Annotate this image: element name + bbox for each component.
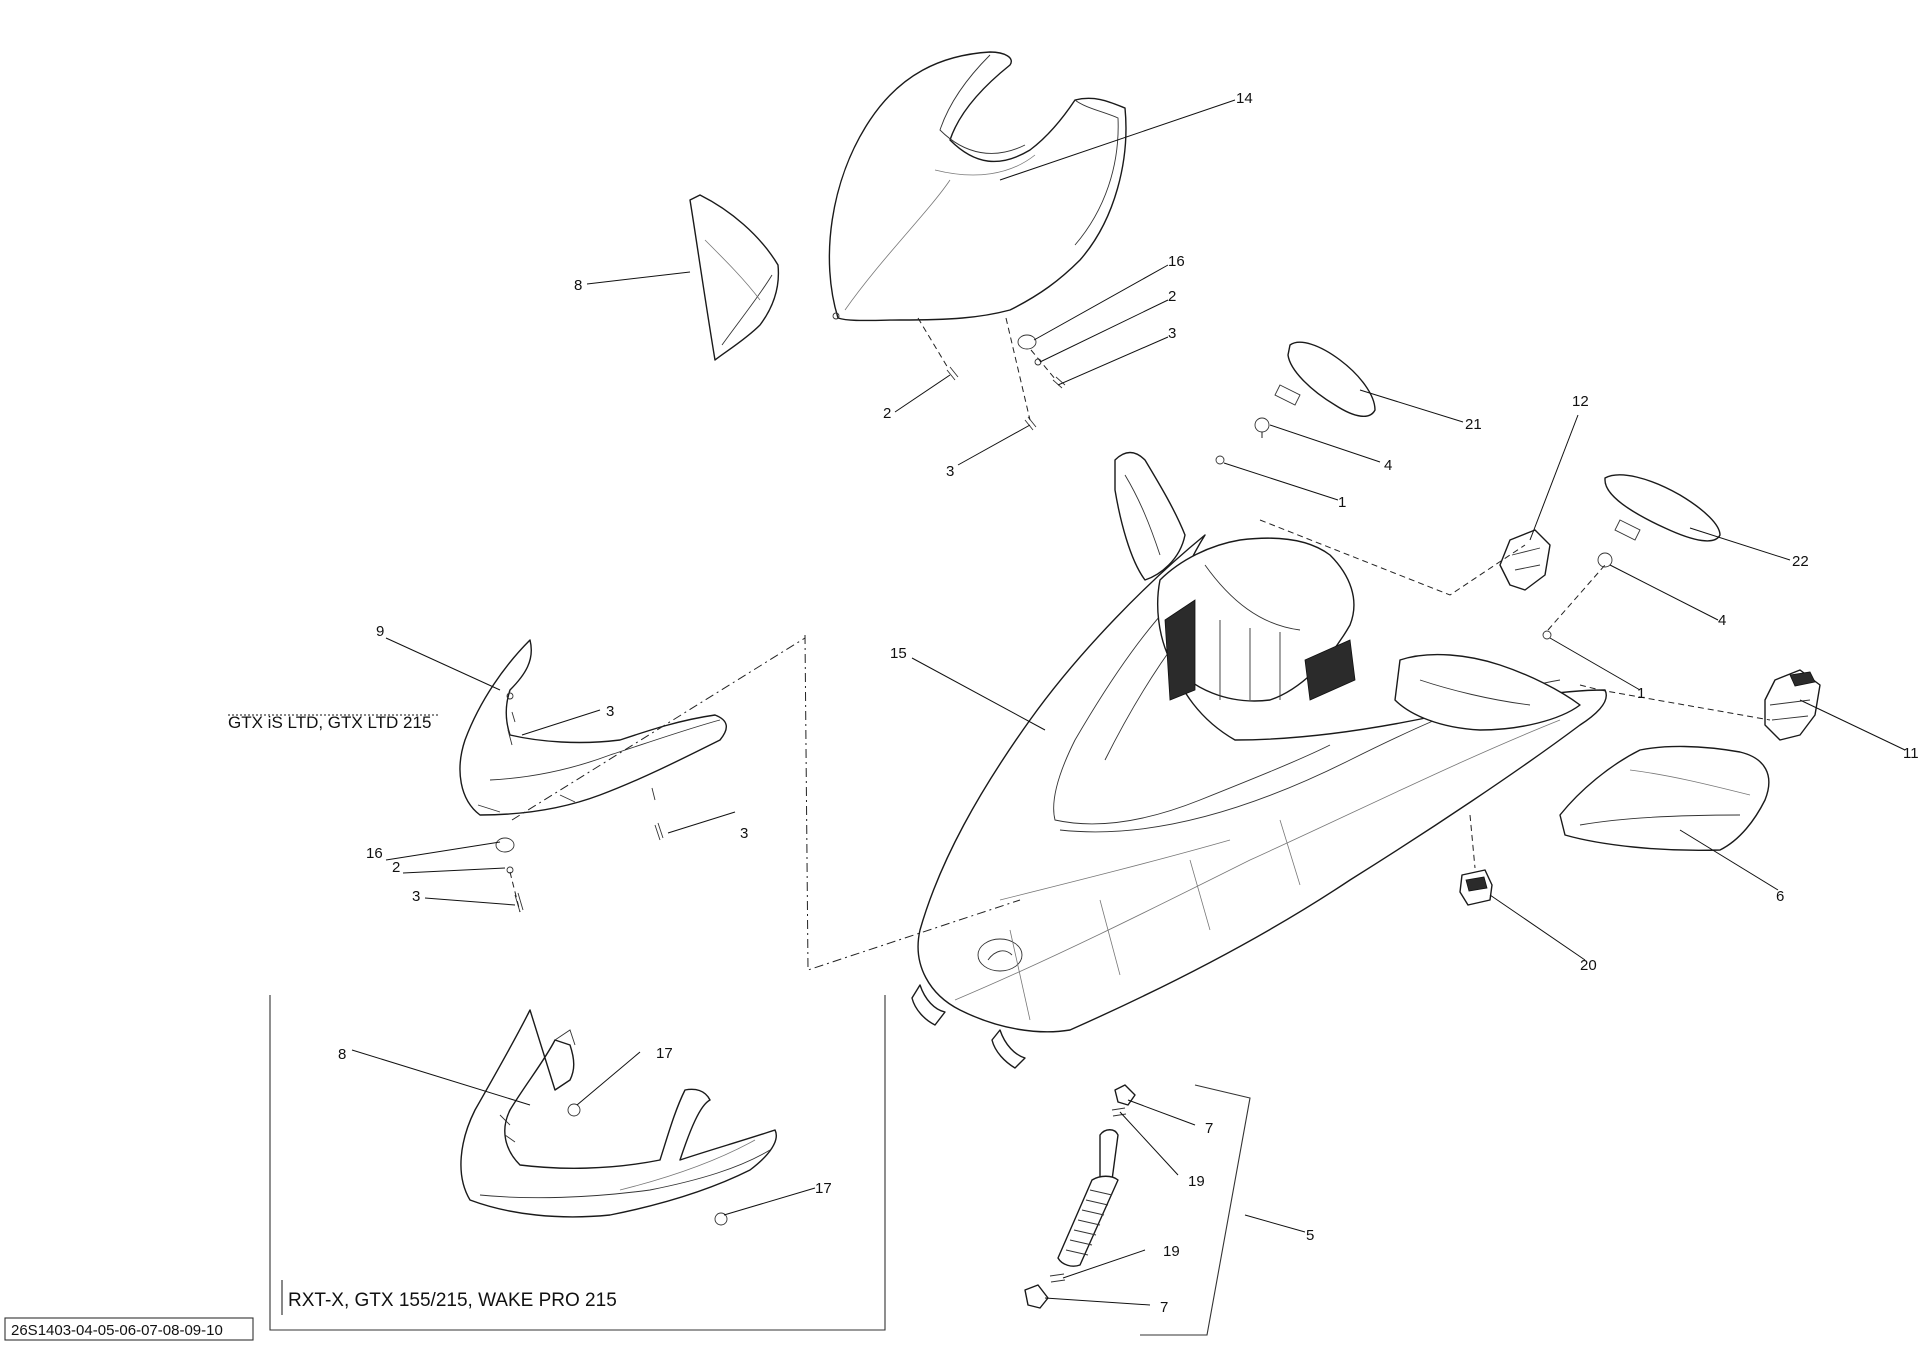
- part-9-deck-trim: [459, 639, 727, 816]
- assembly-lines: [509, 317, 1771, 971]
- part-22-mirror: [1604, 474, 1721, 542]
- part-8-side-panel-top: [689, 194, 780, 361]
- part-5-bracket: [1140, 1084, 1251, 1336]
- callout-17-b: 17: [815, 1180, 832, 1197]
- callout-7-b: 7: [1160, 1299, 1168, 1316]
- callout-12: 12: [1572, 393, 1589, 410]
- callout-1-a: 1: [1338, 494, 1346, 511]
- callout-3-left-a: 3: [606, 703, 614, 720]
- ltd-models-note: GTX iS LTD, GTX LTD 215: [228, 713, 431, 732]
- reference-code-box: [4, 1317, 254, 1341]
- part-15-front-hull: [911, 451, 1607, 1069]
- callout-19-b: 19: [1163, 1243, 1180, 1260]
- callout-19-a: 19: [1188, 1173, 1205, 1190]
- callout-3-top-a: 3: [1168, 325, 1176, 342]
- callout-3-top-b: 3: [946, 463, 954, 480]
- part-5-strut-assembly: [1024, 1084, 1136, 1309]
- callout-2-top-b: 2: [883, 405, 891, 422]
- part-21-mirror: [1274, 341, 1376, 417]
- part-8-deck-trim-variant: [460, 1009, 777, 1218]
- callout-4-a: 4: [1384, 457, 1392, 474]
- callout-6: 6: [1776, 888, 1784, 905]
- callout-15: 15: [890, 645, 907, 662]
- part-20-clip: [1459, 869, 1493, 906]
- callout-8-top: 8: [574, 277, 582, 294]
- callout-2-left: 2: [392, 859, 400, 876]
- variant-box: [269, 995, 886, 1331]
- callout-14: 14: [1236, 90, 1253, 107]
- part-14-upper-cover: [828, 51, 1127, 322]
- callout-16-left: 16: [366, 845, 383, 862]
- callout-20: 20: [1580, 957, 1597, 974]
- callout-22: 22: [1792, 553, 1809, 570]
- callout-3-left-c: 3: [412, 888, 420, 905]
- callout-4-b: 4: [1718, 612, 1726, 629]
- callout-5: 5: [1306, 1227, 1314, 1244]
- callout-numbers: 14 8 16 2 3 2 3 21 4 1 12 22 4 1 11 15 6…: [338, 90, 1919, 1316]
- callout-16-top: 16: [1168, 253, 1185, 270]
- part-11-latch: [1764, 669, 1821, 741]
- callout-7-a: 7: [1205, 1120, 1213, 1137]
- reference-code: 26S1403-04-05-06-07-08-09-10: [11, 1322, 223, 1339]
- callout-21: 21: [1465, 416, 1482, 433]
- part-6-side-panel: [1559, 745, 1770, 852]
- callout-3-left-b: 3: [740, 825, 748, 842]
- callout-11: 11: [1903, 745, 1919, 762]
- rxt-models-note: RXT-X, GTX 155/215, WAKE PRO 215: [288, 1290, 617, 1311]
- fasteners-bottom-left: [567, 1103, 728, 1226]
- callout-1-b: 1: [1637, 685, 1645, 702]
- callout-17-a: 17: [656, 1045, 673, 1062]
- part-12-bracket: [1499, 529, 1551, 591]
- callout-8-bottom: 8: [338, 1046, 346, 1063]
- callout-9: 9: [376, 623, 384, 640]
- callout-2-top-a: 2: [1168, 288, 1176, 305]
- leader-lines: [228, 99, 1906, 1306]
- fasteners-left: [495, 729, 664, 913]
